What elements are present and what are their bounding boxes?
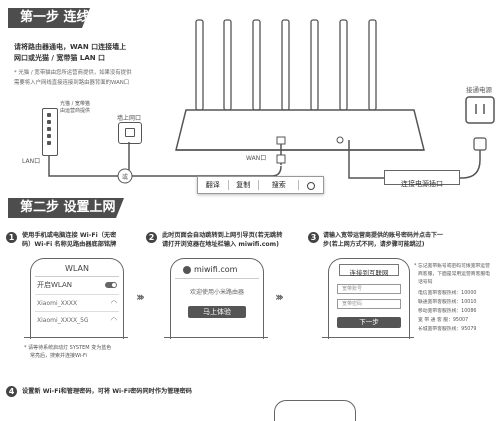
lan-port-label: LAN口 [22, 158, 41, 165]
broadband-account-placeholder: 宽带账号 [342, 286, 363, 292]
step2-sub1-note-line2: 常亮后，搜索并连接Wi-Fi [30, 353, 87, 359]
wlan-toggle-switch[interactable] [105, 282, 117, 288]
toolbar-more-button[interactable] [299, 176, 323, 195]
phone-miwifi-bottom-line [164, 337, 268, 338]
toolbar-copy-label: 复制 [236, 181, 251, 189]
hotline-item: 电信宽带客服热线：10000 [418, 291, 477, 296]
selection-toolbar: 翻译 复制 搜索 [197, 176, 324, 194]
try-now-button[interactable]: 马上体验 [188, 306, 246, 318]
wifi-network-name: Xiaomi_XXXX_5G [37, 316, 89, 324]
step1-note-line1: * 光猫 / 宽带猫由您所运营商提供，如果没有提供 [14, 70, 132, 76]
toolbar-search-button[interactable]: 搜索 [259, 180, 300, 190]
hotline-item: 长城宽带客服热线：95079 [418, 327, 477, 332]
modem-label-line1: 光猫 / 宽带猫 [60, 101, 90, 107]
step2-sub2-line2: 请打开浏览器在地址栏输入 miwifi.com) [162, 241, 279, 248]
modem-label-line2: 由运营商提供 [60, 108, 91, 114]
step2-sub3-line1: 请输入宽带运营商提供的账号密码并点击下一 [323, 232, 444, 239]
step2-sub3-note-line3: 话号码 [418, 280, 433, 285]
login-screen-title-box: 连接到互联网 [339, 264, 399, 277]
router-diagram [48, 19, 495, 184]
phone-wlan-bottom-line [24, 337, 128, 338]
wan-port-label: WAN口 [246, 155, 267, 162]
login-screen-title: 连接到互联网 [349, 269, 389, 277]
toolbar-translate-button[interactable]: 翻译 [198, 180, 229, 190]
step2-sub3-number: 3 [308, 232, 319, 243]
phone-login: 连接到互联网 宽带账号 宽带密码 下一步 [328, 258, 410, 339]
toolbar-search-label: 搜索 [271, 181, 286, 189]
step1-note-line2: 需要将入户网线直接连接到路由器背面的WAN口 [14, 80, 130, 86]
step2-sub3-note-line1: * 忘记宽带账号或密码可拨宽带运营 [414, 264, 490, 269]
wlan-toggle-row: 开启WLAN [37, 280, 117, 290]
wifi-network-name: Xiaomi_XXXX [37, 299, 78, 307]
url-text: miwifi.com [194, 265, 238, 274]
wifi-network-item[interactable]: Xiaomi_XXXX_5G ◠ [37, 316, 117, 324]
wlan-screen-title: WLAN [64, 264, 89, 273]
toolbar-translate-label: 翻译 [205, 181, 220, 189]
next-phone-partial [274, 400, 356, 421]
hotline-item: 移动宽带客服热线：10086 [418, 309, 477, 314]
broadband-password-placeholder: 宽带密码 [342, 301, 363, 307]
step2-sub2-line1: 此时页面会自动跳转到上网引导页(若无跳转 [162, 232, 283, 239]
power-port-box: 连接电源插口 [384, 170, 460, 188]
wifi-signal-icon: ◠ [110, 299, 117, 307]
step2-sub1-line2: 码）Wi-Fi 名称见路由器底部铭牌 [22, 241, 117, 248]
url-bar: miwifi.com [183, 265, 251, 274]
try-now-label: 马上体验 [203, 308, 231, 316]
or-label: 或 [122, 174, 129, 181]
next-step-label: 下一步 [359, 318, 379, 326]
phone-login-bottom-line [322, 337, 414, 338]
broadband-password-field[interactable]: 宽带密码 [337, 299, 401, 309]
chevron-right-icon: ››› [136, 290, 145, 304]
step2-sub3-note-line2: 商客服，下面是常用运营商客服电 [418, 272, 490, 277]
next-step-button[interactable]: 下一步 [337, 317, 401, 328]
step2-title: 第二步 设置上网 [20, 200, 116, 215]
step1-title: 第一步 连线 [20, 10, 90, 25]
step1-banner: 第一步 连线 [8, 8, 90, 28]
wifi-network-item[interactable]: Xiaomi_XXXX ◠ [37, 299, 117, 307]
power-port-label: 连接电源插口 [401, 180, 443, 188]
wall-jack-icon [118, 122, 142, 144]
modem-device [42, 108, 58, 156]
broadband-account-field[interactable]: 宽带账号 [337, 284, 401, 294]
hotline-item: 宽 带 通 客 服：95007 [418, 318, 469, 323]
step2-sub1-number: 1 [6, 232, 17, 243]
circle-icon [307, 182, 316, 190]
step2-sub1-line1: 使用手机或电脑连接 Wi-Fi（无密 [22, 232, 117, 239]
hotline-item: 联通宽带客服热线：10010 [418, 300, 477, 305]
step2-sub4-number: 4 [6, 386, 17, 397]
welcome-text: 欢迎使用小米路由器 [189, 289, 244, 296]
step1-instruction-line1: 请将路由器通电，WAN 口连接墙上 [14, 43, 127, 51]
step1-instruction-line2: 网口或光猫 / 宽带猫 LAN 口 [14, 54, 106, 62]
wall-jack-label: 墙上网口 [117, 115, 142, 122]
chevron-right-icon: ››› [275, 290, 284, 304]
globe-icon [183, 265, 191, 274]
wlan-toggle-label: 开启WLAN [37, 281, 73, 289]
step2-banner: 第二步 设置上网 [8, 198, 124, 218]
toolbar-copy-button[interactable]: 复制 [229, 180, 260, 190]
power-label: 接通电源 [466, 86, 492, 94]
step2-sub1-note-line1: * 请等待系统启动灯 SYSTEM 变为蓝色 [24, 345, 112, 351]
phone-wlan: WLAN 开启WLAN Xiaomi_XXXX ◠ Xiaomi_XXXX_5G… [30, 258, 124, 339]
phone-miwifi: miwifi.com 欢迎使用小米路由器 马上体验 [170, 258, 264, 339]
step2-sub3-line2: 步(若上网方式不同，请步骤可能跳过) [323, 241, 425, 248]
step2-sub2-number: 2 [146, 232, 157, 243]
step2-sub4-line1: 设置新 Wi-Fi和管理密码，可将 Wi-Fi密码同时作为管理密码 [22, 388, 192, 395]
wifi-signal-icon: ◠ [110, 316, 117, 324]
